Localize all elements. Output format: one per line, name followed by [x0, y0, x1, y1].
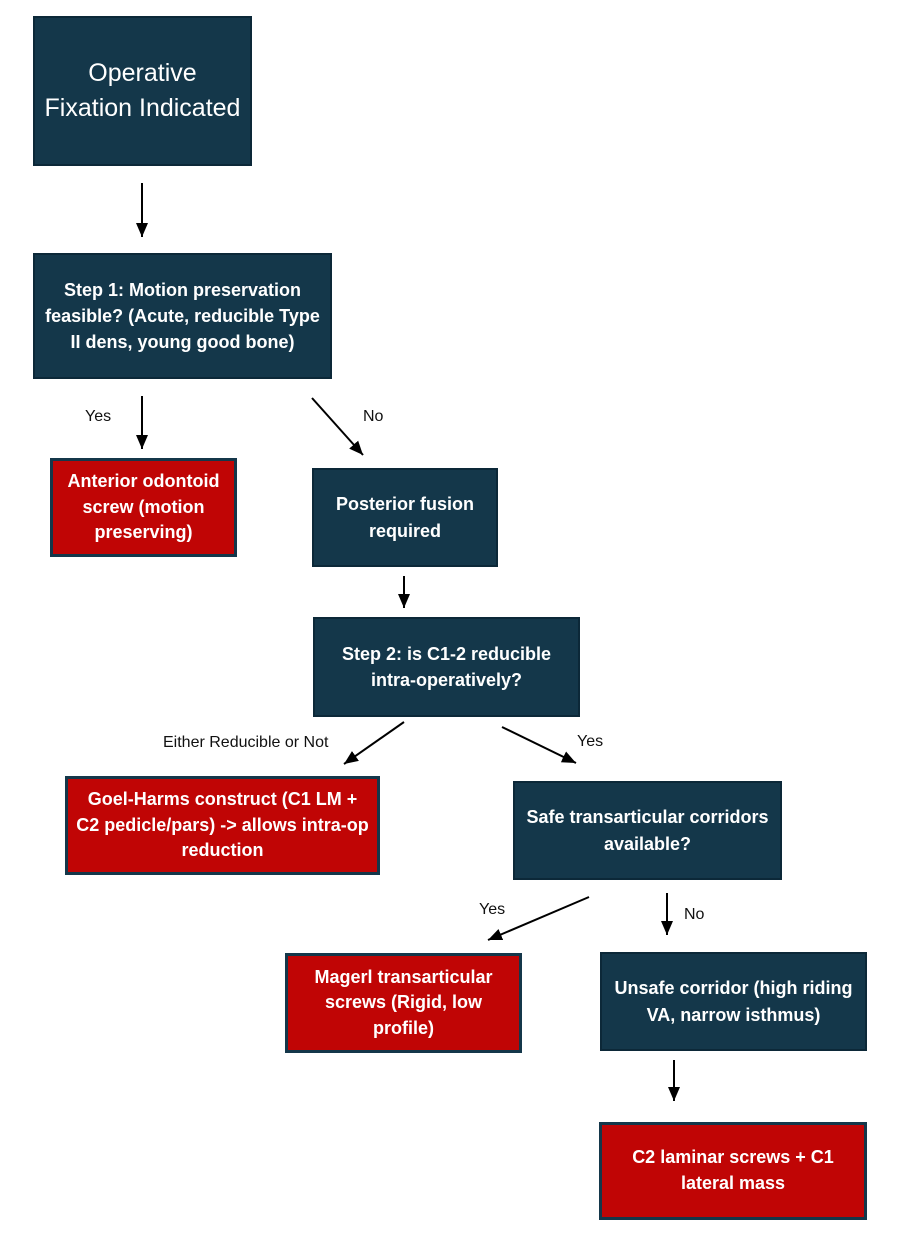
- node-label: Unsafe corridor (high riding VA, narrow …: [614, 978, 853, 1025]
- node-label: Goel-Harms construct (C1 LM + C2 pedicle…: [76, 789, 369, 861]
- edge-label-step2-either-reducible-or-not: Either Reducible or Not: [163, 734, 329, 751]
- arrow-step1-no-to-posterior: [311, 397, 364, 456]
- node-label: Anterior odontoid screw (motion preservi…: [67, 471, 220, 543]
- node-safe-transarticular-corridors: Safe transarticular corridors available?: [513, 781, 782, 880]
- node-label: Step 2: is C1-2 reducible intra-operativ…: [341, 643, 552, 690]
- edge-label-step1-no: No: [363, 408, 384, 425]
- node-label: Safe transarticular corridors available?: [526, 807, 769, 854]
- node-step2-c12-reducible: Step 2: is C1-2 reducible intra-operativ…: [313, 617, 580, 717]
- node-magerl-transarticular-screws: Magerl transarticular screws (Rigid, low…: [285, 953, 522, 1053]
- node-label: Posterior fusion required: [335, 494, 474, 541]
- node-label: Operative Fixation Indicated: [44, 58, 241, 123]
- node-anterior-odontoid-screw: Anterior odontoid screw (motion preservi…: [50, 458, 237, 557]
- node-label: Magerl transarticular screws (Rigid, low…: [314, 966, 493, 1038]
- node-label: Step 1: Motion preservation feasible? (A…: [45, 279, 320, 353]
- node-unsafe-corridor: Unsafe corridor (high riding VA, narrow …: [600, 952, 867, 1051]
- edge-label-step2-yes: Yes: [577, 733, 604, 750]
- arrow-step2-yes-to-safe: [501, 726, 577, 764]
- edge-label-safe-yes: Yes: [479, 901, 506, 918]
- node-goel-harms-construct: Goel-Harms construct (C1 LM + C2 pedicle…: [65, 776, 380, 875]
- node-c2-laminar-screws: C2 laminar screws + C1 lateral mass: [599, 1122, 867, 1220]
- arrow-step2-either-to-goel: [343, 721, 405, 765]
- node-posterior-fusion-required: Posterior fusion required: [312, 468, 498, 567]
- node-label: C2 laminar screws + C1 lateral mass: [632, 1147, 834, 1193]
- node-step1-motion-preservation: Step 1: Motion preservation feasible? (A…: [33, 253, 332, 379]
- edge-label-safe-no: No: [684, 906, 705, 923]
- node-operative-fixation-indicated: Operative Fixation Indicated: [33, 16, 252, 166]
- edge-label-step1-yes: Yes: [85, 408, 112, 425]
